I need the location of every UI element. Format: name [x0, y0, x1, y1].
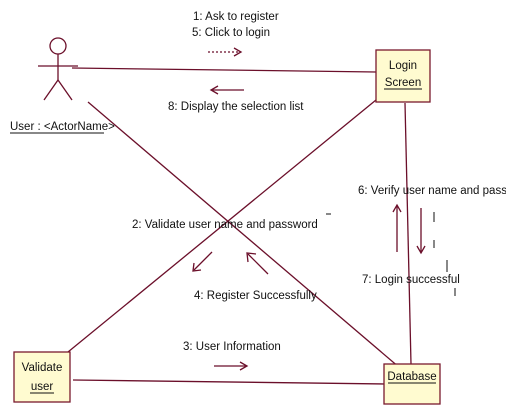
arrow-msg-8-head	[209, 85, 219, 95]
msg-8-label: 8: Display the selection list	[168, 101, 304, 113]
arrow-msg-4	[247, 253, 269, 275]
link-validate-database	[72, 379, 387, 385]
arrow-msg-6-head	[392, 203, 402, 213]
validate-user-box	[13, 351, 71, 403]
login-screen-label-line1: Login	[389, 60, 417, 72]
object-database[interactable]: Database	[383, 363, 441, 405]
message-arrows	[192, 47, 426, 371]
login-screen-box	[375, 49, 431, 103]
msg-5-label: 5: Click to login	[192, 27, 270, 39]
arrow-msg-4-head	[246, 252, 257, 263]
object-login-screen[interactable]: Login Screen	[375, 49, 431, 103]
database-label: Database	[387, 371, 436, 383]
arrow-msg-2	[193, 251, 213, 271]
arrow-msg-7-head	[416, 245, 426, 255]
arrow-msg-3-head	[239, 361, 249, 371]
validate-user-label-line2: user	[31, 381, 54, 393]
msg-7-label: 7: Login successful	[362, 274, 460, 286]
arrow-msg-1-5-head	[233, 47, 243, 57]
msg-1-label: 1: Ask to register	[193, 11, 279, 23]
database-box	[383, 363, 441, 405]
msg-3-label: 3: User Information	[183, 341, 281, 353]
validate-user-label-line1: Validate	[22, 362, 63, 374]
msg-2-label: 2: Validate user name and password	[132, 219, 318, 231]
stick-figure-icon	[38, 37, 78, 101]
msg-4-label: 4: Register Successfully	[194, 290, 317, 302]
login-screen-label-line2: Screen	[385, 77, 421, 89]
actor-label: User : <ActorName>	[10, 121, 115, 133]
link-login-database	[404, 102, 412, 365]
arrow-msg-2-head	[192, 262, 202, 272]
link-login-validate	[67, 99, 377, 353]
msg-6-label: 6: Verify user name and password	[358, 185, 506, 197]
actor-user[interactable]: User : <ActorName>	[10, 37, 115, 134]
link-user-database	[87, 101, 401, 369]
object-validate-user[interactable]: Validate user	[13, 351, 71, 403]
stray-marks	[326, 212, 456, 296]
link-user-login	[71, 67, 377, 73]
links	[67, 67, 412, 385]
